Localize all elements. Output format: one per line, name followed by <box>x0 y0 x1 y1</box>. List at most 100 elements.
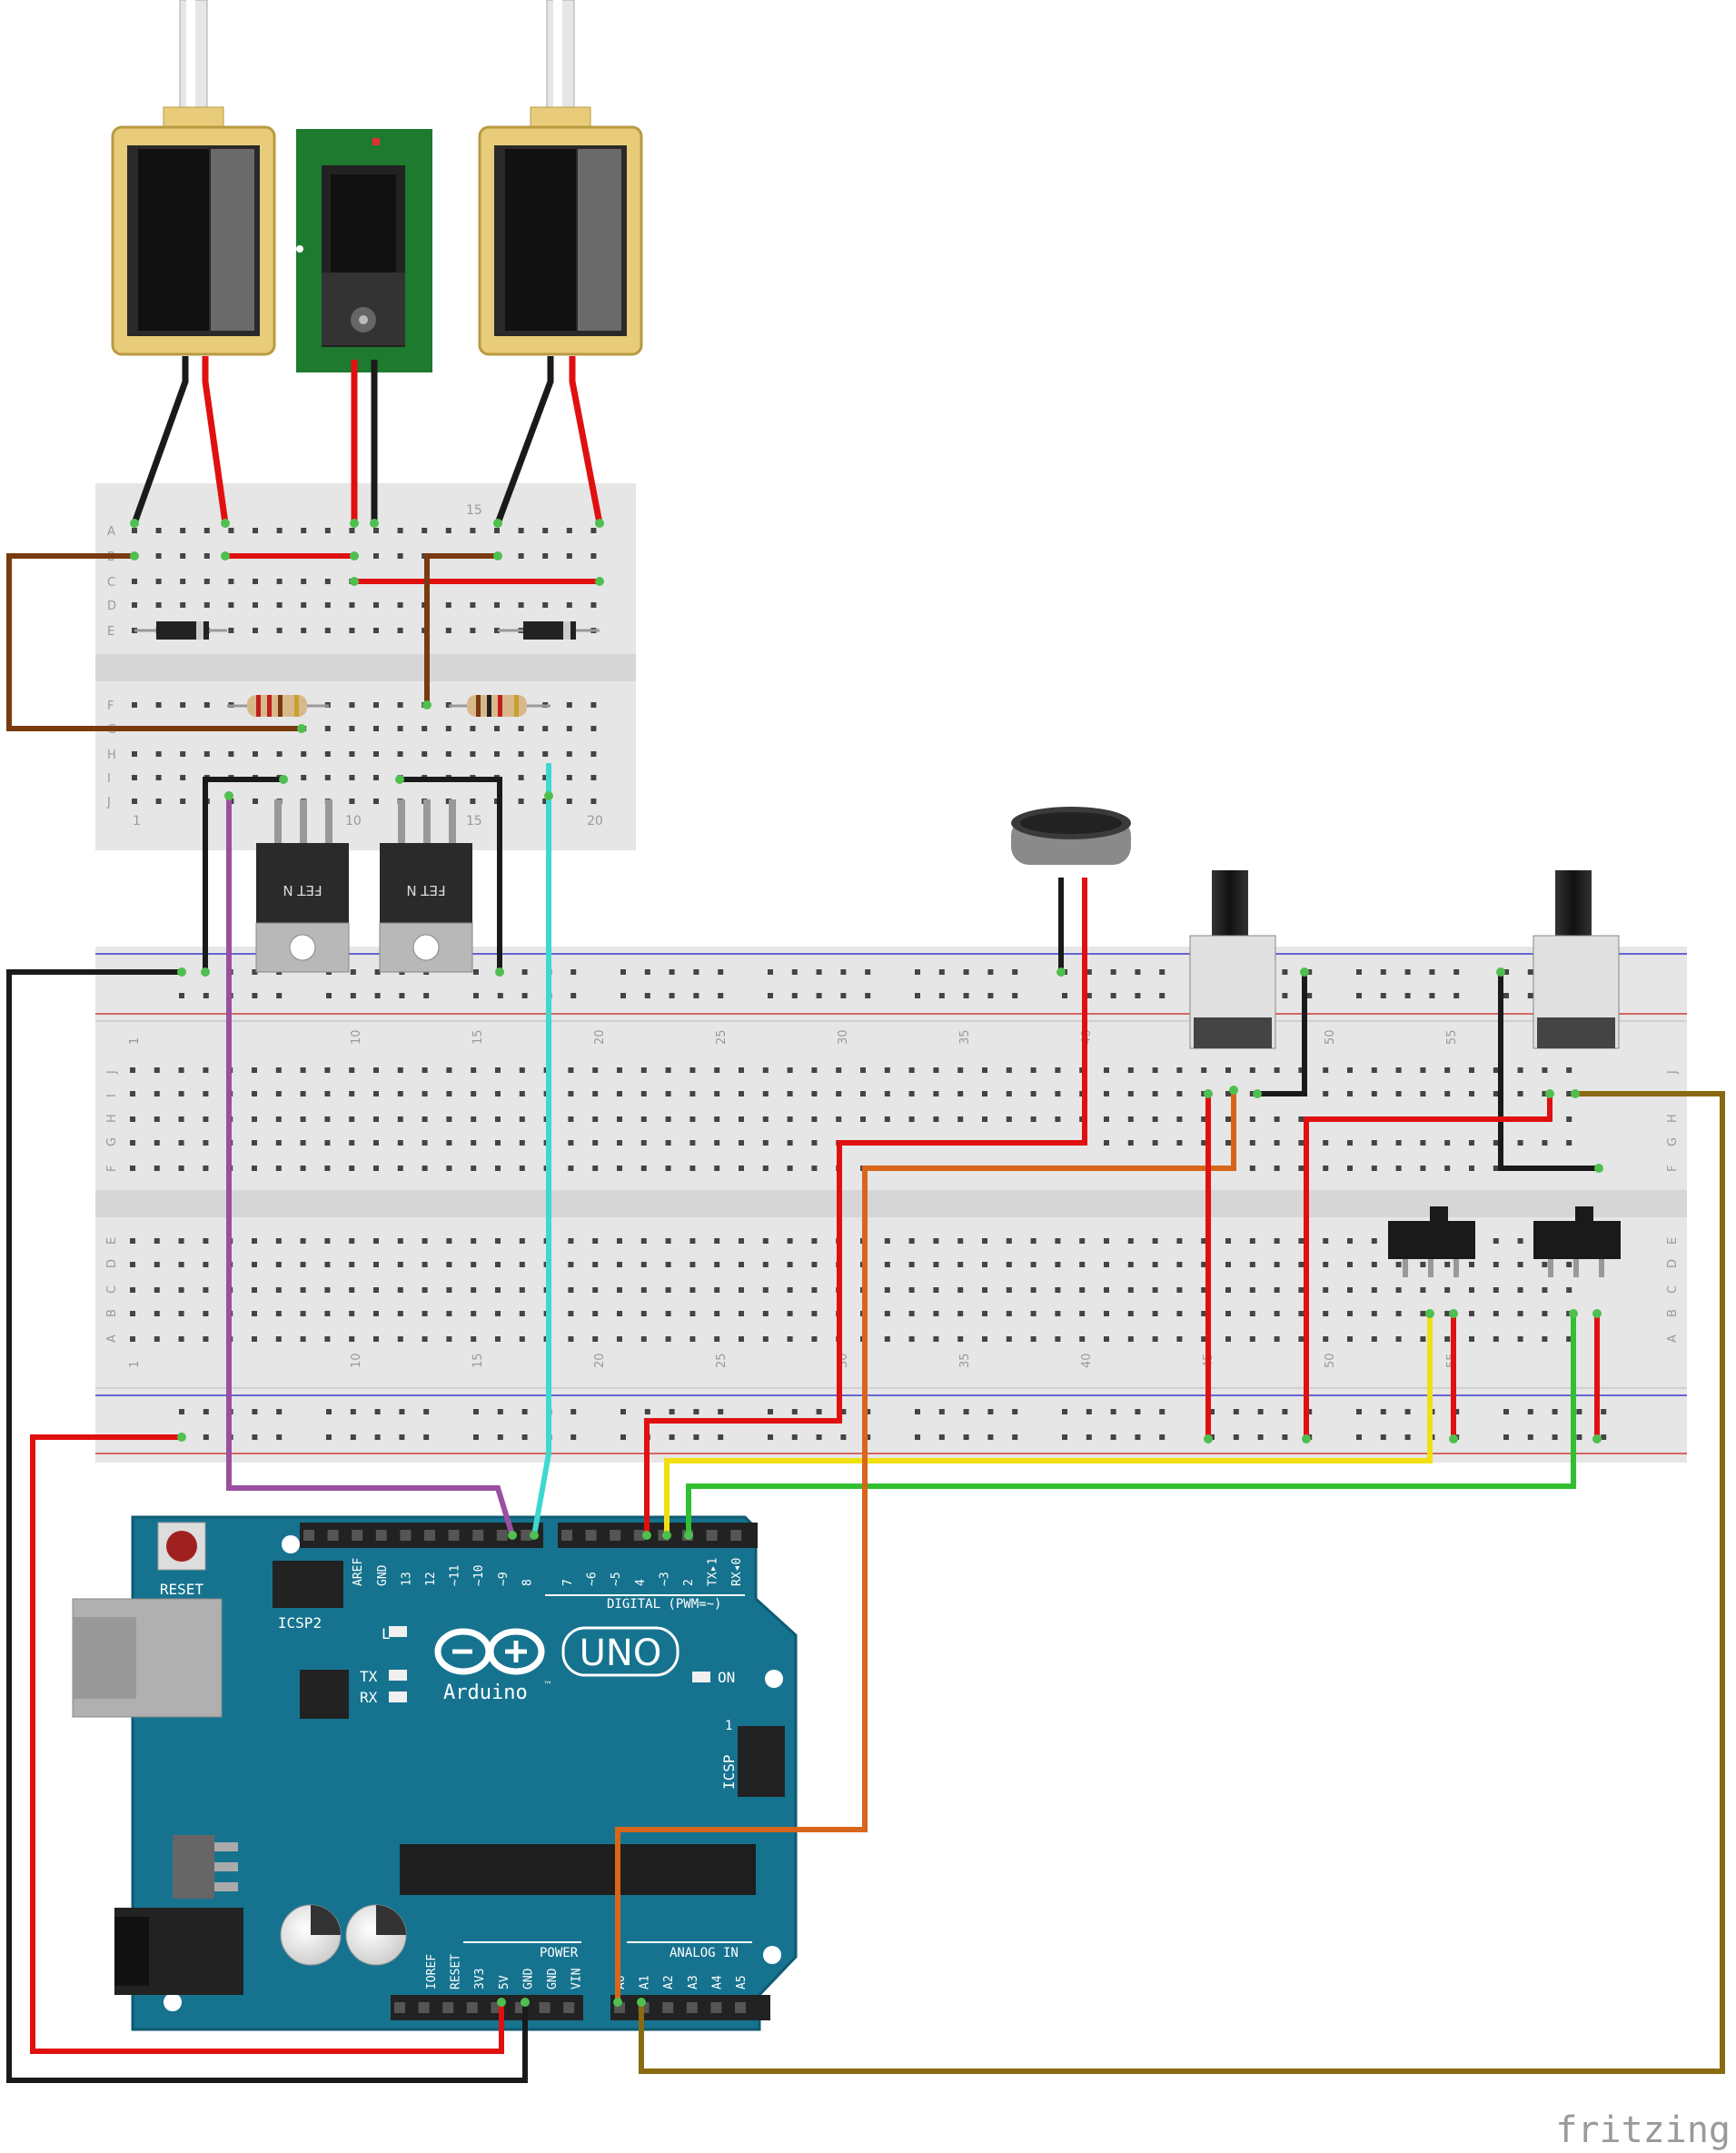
wire-end-dot <box>521 1998 530 2007</box>
resistor-2 <box>449 695 551 717</box>
analog-pin-label: A3 <box>687 1975 700 1989</box>
wire-end-dot <box>1592 1309 1602 1318</box>
led-l-label: L <box>382 1625 391 1642</box>
digital-pin-label: RX◂0 <box>730 1558 744 1586</box>
column-number-1: 1 <box>133 814 141 828</box>
power-pin-label: IOREF <box>425 1954 439 1989</box>
arduino-header-holes <box>303 1530 746 2013</box>
wire-end-dot <box>684 1531 693 1540</box>
column-number: 55 <box>1445 1029 1459 1045</box>
slide-switch-2 <box>1533 1206 1621 1277</box>
row-label: A <box>107 525 115 539</box>
row-label: H <box>105 1114 119 1123</box>
wire-black-mosfet-1 <box>203 777 283 972</box>
digital-pin-label: ~5 <box>610 1572 623 1586</box>
row-label: F <box>107 699 114 713</box>
wire-end-dot <box>1449 1434 1458 1444</box>
wire-end-dot <box>1300 967 1309 977</box>
digital-pin-label: 2 <box>682 1579 696 1586</box>
digital-pin-label: 7 <box>561 1579 575 1586</box>
row-label: I <box>107 772 111 786</box>
wire-solenoid-left-red <box>202 356 229 524</box>
row-label: C <box>105 1285 119 1294</box>
wires <box>6 356 1725 2083</box>
wire-orange-a0 <box>615 1090 1236 2002</box>
large-breadboard-labels: 1110101515202025253030353540404545505055… <box>105 1029 1680 1368</box>
wire-end-dot <box>642 1531 651 1540</box>
digital-pin-label: ~9 <box>497 1572 511 1586</box>
wire-pot2-black <box>1498 972 1599 1171</box>
wire-end-dot <box>130 519 139 528</box>
column-number: 15 <box>471 1353 485 1368</box>
wire-end-dot <box>1496 967 1505 977</box>
digital-pin-label: 12 <box>424 1572 438 1586</box>
digital-pin-label: ~11 <box>449 1565 462 1586</box>
wire-end-dot <box>1056 967 1066 977</box>
wire-end-dot <box>224 791 233 800</box>
wire-pot2-red <box>1304 1094 1552 1439</box>
power-pin-label: 5V <box>498 1975 511 1989</box>
column-number: 15 <box>471 1029 485 1045</box>
row-label: H <box>1666 1114 1680 1123</box>
wire-end-dot <box>1569 1309 1578 1318</box>
wire-end-dot <box>1545 1089 1554 1098</box>
diode-2 <box>498 621 600 640</box>
column-number-15: 15 <box>466 814 482 828</box>
digital-pin-label: 4 <box>634 1579 648 1586</box>
wire-end-dot <box>1229 1086 1238 1095</box>
wire-green-pin2 <box>686 1314 1576 1535</box>
column-number: 25 <box>715 1029 729 1045</box>
power-pin-label: VIN <box>570 1969 584 1989</box>
potentiometer-1 <box>1189 870 1276 1049</box>
large-breadboard: 1110101515202025253030353540404545505055… <box>95 947 1687 1463</box>
column-number: 35 <box>958 1353 972 1368</box>
row-label: G <box>1666 1137 1680 1146</box>
wire-solenoid-right-black <box>494 356 554 525</box>
trademark-symbol: ™ <box>543 1681 552 1691</box>
reset-label: RESET <box>160 1581 204 1598</box>
wire-end-dot <box>350 551 359 561</box>
digital-pin-label: ~3 <box>658 1572 671 1586</box>
wire-end-dot <box>1253 1089 1262 1098</box>
column-number: 50 <box>1324 1029 1337 1045</box>
analog-pin-label: A4 <box>710 1975 724 1989</box>
wire-end-dot <box>1204 1434 1213 1444</box>
row-label: E <box>107 625 114 639</box>
wire-end-dot <box>177 967 186 977</box>
icsp2-label: ICSP2 <box>278 1614 322 1632</box>
row-label: D <box>105 1259 119 1268</box>
analog-pin-label: A5 <box>735 1975 749 1989</box>
resistor-1 <box>227 695 329 717</box>
small-breadboard-column-numbers: 1 10 15 20 15 <box>133 503 603 828</box>
wire-end-dot <box>497 1998 506 2007</box>
row-label: E <box>1666 1237 1680 1245</box>
column-number: 10 <box>350 1029 363 1045</box>
icsp-label: ICSP <box>720 1754 738 1790</box>
wire-end-dot <box>495 967 504 977</box>
column-number-15-top: 15 <box>466 503 482 518</box>
row-label: H <box>107 749 116 762</box>
led-rx-label: RX <box>360 1689 378 1706</box>
wire-end-dot <box>595 577 604 586</box>
power-pin-label: GND <box>546 1968 560 1989</box>
wire-solenoid-right-red <box>569 356 603 524</box>
wire-end-dot <box>508 1531 517 1540</box>
row-label: F <box>1666 1166 1680 1172</box>
row-label: A <box>1666 1334 1680 1343</box>
digital-pin-label: TX▸1 <box>707 1558 720 1586</box>
wire-end-dots <box>130 519 1603 2007</box>
wire-brown-right <box>424 553 498 705</box>
wire-solenoid-left-black <box>131 356 189 525</box>
row-label: C <box>1666 1285 1680 1294</box>
wire-end-dot <box>1592 1434 1602 1444</box>
wire-end-dot <box>544 791 553 800</box>
wire-end-dot <box>613 1998 622 2007</box>
wire-end-dot <box>637 1998 646 2007</box>
arduino-brand-text: Arduino <box>443 1682 528 1704</box>
wire-end-dot <box>1204 1089 1213 1098</box>
wire-end-dot <box>350 577 359 586</box>
wire-end-dot <box>1571 1089 1580 1098</box>
mosfet-2-label: FET N <box>406 882 445 898</box>
